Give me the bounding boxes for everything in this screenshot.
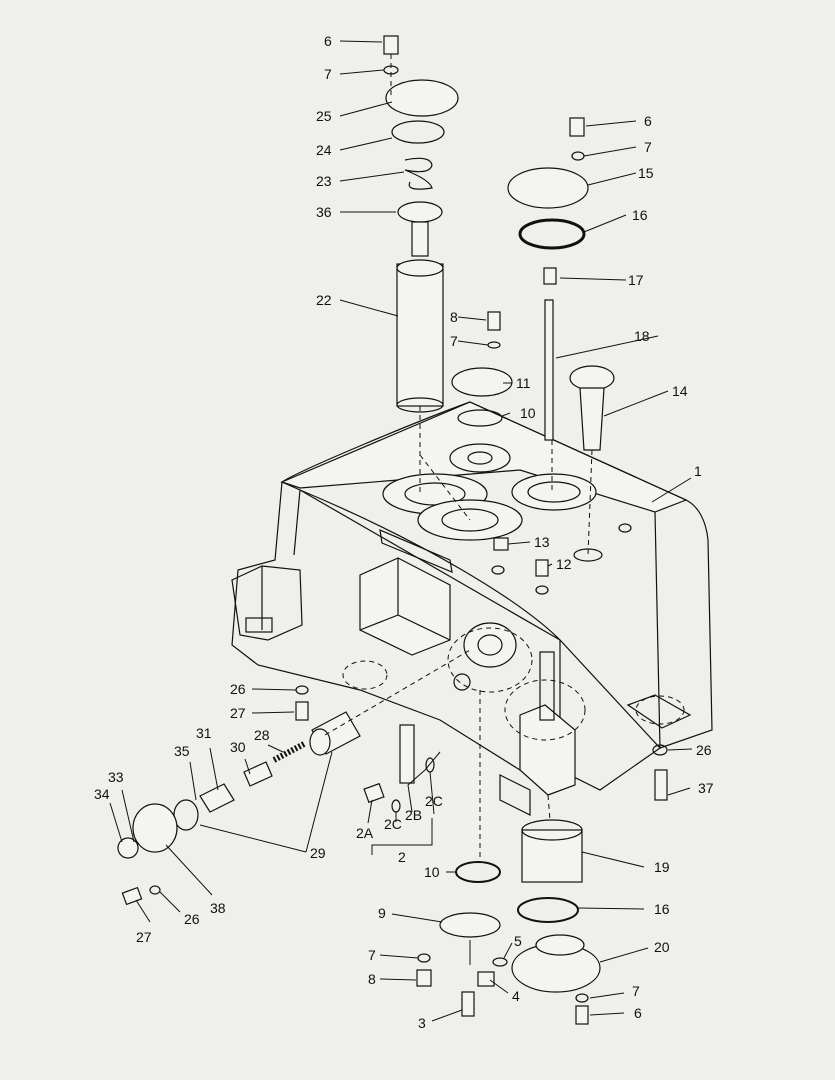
return-filter-assembly: [416, 690, 668, 1025]
callout-6: 6: [324, 33, 332, 49]
callout-7: 7: [368, 947, 376, 963]
cover-plate-25: [385, 79, 459, 117]
callout-3: 3: [418, 1015, 426, 1031]
callout-10: 10: [520, 405, 536, 421]
callout-8: 8: [368, 971, 376, 987]
callout-4: 4: [512, 988, 520, 1004]
callout-20: 20: [654, 939, 670, 955]
callout-31: 31: [196, 725, 212, 741]
callout-6: 6: [644, 113, 652, 129]
callout-1: 1: [694, 463, 702, 479]
callout-2: 2: [398, 849, 406, 865]
callout-25: 25: [316, 108, 332, 124]
callout-2c: 2C: [384, 816, 402, 832]
callout-23: 23: [316, 173, 332, 189]
callout-22: 22: [316, 292, 332, 308]
o-ring-24: [391, 120, 445, 144]
leader-lines: [109, 40, 693, 1022]
callout-8: 8: [450, 309, 458, 325]
callout-36: 36: [316, 204, 332, 220]
spring-23: [404, 157, 433, 190]
callout-9: 9: [378, 905, 386, 921]
mid-cover-assembly: [449, 311, 549, 595]
callout-33: 33: [108, 769, 124, 785]
callout-24: 24: [316, 142, 332, 158]
callout-11: 11: [516, 375, 531, 391]
callout-29: 29: [310, 845, 326, 861]
callout-26: 26: [696, 742, 712, 758]
callout-13: 13: [534, 534, 550, 550]
callout-2c: 2C: [425, 793, 443, 809]
callout-14: 14: [672, 383, 688, 399]
callout-27: 27: [230, 705, 246, 721]
callout-17: 17: [628, 272, 644, 288]
callout-5: 5: [514, 933, 522, 949]
callout-16: 16: [654, 901, 670, 917]
valve-36: [397, 201, 443, 223]
callout-19: 19: [654, 859, 670, 875]
callout-2b: 2B: [405, 807, 422, 823]
callout-35: 35: [174, 743, 190, 759]
callout-38: 38: [210, 900, 226, 916]
callout-16: 16: [632, 207, 648, 223]
callout-7: 7: [324, 66, 332, 82]
callout-34: 34: [94, 786, 110, 802]
callout-labels: 6 7 25 24 23 36 22 6 7 15 16 17 8 7 18 1…: [94, 33, 714, 1031]
suction-filter-assembly: [117, 649, 471, 906]
callout-18: 18: [634, 328, 650, 344]
callout-28: 28: [254, 727, 270, 743]
callout-6: 6: [634, 1005, 642, 1021]
callout-37: 37: [698, 780, 714, 796]
level-gauge-assembly: [363, 724, 435, 813]
filter-assembly-top: [383, 35, 471, 521]
callout-27: 27: [136, 929, 152, 945]
callout-10: 10: [424, 864, 440, 880]
callout-2a: 2A: [356, 825, 374, 841]
callout-12: 12: [556, 556, 572, 572]
callout-30: 30: [230, 739, 246, 755]
breather-assembly: [507, 117, 615, 556]
callout-26: 26: [230, 681, 246, 697]
bolt-6: [383, 35, 399, 55]
filter-element-22: [396, 263, 444, 407]
callout-26: 26: [184, 911, 200, 927]
callout-7: 7: [644, 139, 652, 155]
callout-7: 7: [632, 983, 640, 999]
callout-7: 7: [450, 333, 458, 349]
callout-15: 15: [638, 165, 654, 181]
